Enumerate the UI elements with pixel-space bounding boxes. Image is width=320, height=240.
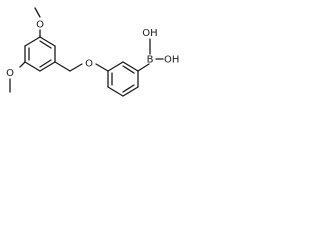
double-bond-inner [122,84,135,93]
bond [107,61,124,72]
hydroxyl-label-top: OH [142,28,157,39]
bond [69,63,83,72]
bond [137,63,150,72]
bond [54,61,71,72]
bond [122,86,139,97]
bond [95,63,109,72]
bond [24,61,41,72]
oxygen-atom-label: O [6,68,14,79]
double-bond-inner [39,59,52,68]
oxygen-atom-label: O [85,59,93,70]
methoxy-group-top: O [34,7,44,38]
right-benzene-ring [107,61,139,97]
bond [39,61,56,72]
left-benzene-ring [24,36,56,72]
hydroxyl-label-right: OH [164,55,179,66]
boron-atom-label: B [147,55,154,66]
methoxy-group-bottom: O [6,61,26,93]
bond [34,7,41,18]
oxygen-atom-label: O [36,20,44,31]
bond [19,61,26,68]
bond [122,61,139,72]
bond [39,36,56,47]
benzyl-ether-linker: O [54,59,109,72]
double-bond-inner [39,40,52,49]
chemical-structure-diagram: O O O B OH OH [6,7,179,97]
double-bond-inner [122,65,135,74]
bond [24,36,41,47]
boronic-acid-group: B OH OH [137,28,179,72]
bond [107,86,124,97]
